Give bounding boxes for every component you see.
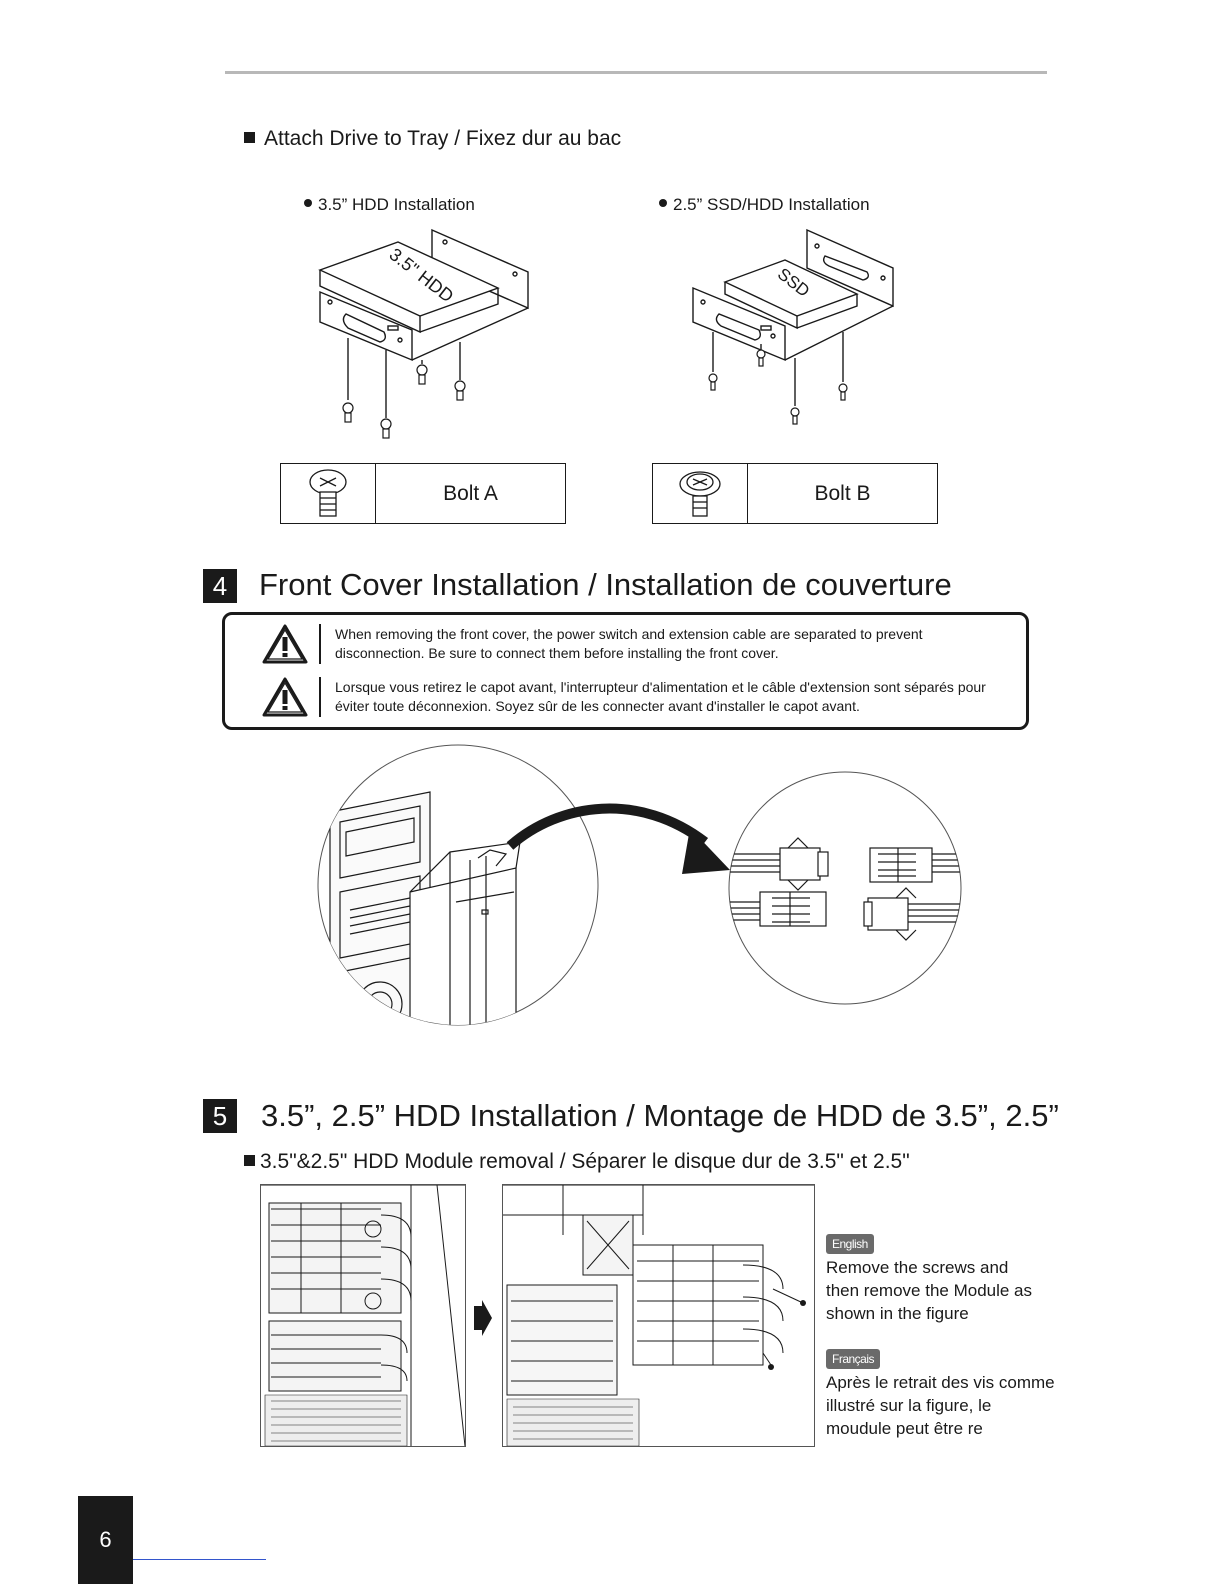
section-5-subtitle: 3.5"&2.5" HDD Module removal / Séparer l… xyxy=(244,1150,910,1174)
section-4-number: 4 xyxy=(203,569,237,603)
module-before-panel xyxy=(260,1184,466,1447)
bolt-a-icon xyxy=(309,468,347,517)
bolt-a-label: Bolt A xyxy=(443,481,498,505)
bolt-a-table: Bolt A xyxy=(280,463,566,524)
section-5-title: 3.5”, 2.5” HDD Installation / Montage de… xyxy=(261,1098,1059,1133)
english-badge: English xyxy=(826,1234,874,1254)
french-instructions: Après le retrait des vis comme illustré … xyxy=(826,1373,1055,1438)
warning-divider xyxy=(319,677,321,717)
bolt-b-cell xyxy=(653,464,748,523)
attach-heading-text: Attach Drive to Tray / Fixez dur au bac xyxy=(264,127,622,150)
bolt-b-table: Bolt B xyxy=(652,463,938,524)
warning-row-fr: Lorsque vous retirez le capot avant, l'i… xyxy=(261,676,1015,718)
french-badge-wrap: Français xyxy=(826,1349,881,1369)
warning-row-en: When removing the front cover, the power… xyxy=(261,623,1015,665)
warning-text-en: When removing the front cover, the power… xyxy=(335,626,923,661)
footer-line xyxy=(133,1559,266,1560)
bolt-b-label: Bolt B xyxy=(814,481,871,505)
module-before-illustration xyxy=(261,1184,466,1447)
arrow-right-icon xyxy=(474,1300,492,1336)
french-badge: Français xyxy=(826,1349,881,1369)
hdd35-caption: 3.5” HDD Installation xyxy=(304,195,475,215)
bolt-a-cell xyxy=(281,464,376,523)
bolt-b-icon xyxy=(679,470,721,517)
warning-triangle-icon xyxy=(262,677,308,717)
top-divider xyxy=(225,71,1047,74)
module-after-illustration xyxy=(503,1184,814,1447)
section-4-title: Front Cover Installation / Installation … xyxy=(259,567,952,602)
warning-divider xyxy=(319,624,321,664)
hdd35-tray-illustration: 3.5" HDD xyxy=(318,228,529,439)
english-instructions: Remove the screws and then remove the Mo… xyxy=(826,1258,1033,1323)
warning-text-fr: Lorsque vous retirez le capot avant, l'i… xyxy=(335,679,986,714)
dot-bullet-icon xyxy=(659,199,667,207)
warning-box: When removing the front cover, the power… xyxy=(222,612,1029,730)
square-bullet-icon xyxy=(244,1155,255,1166)
attach-heading: Attach Drive to Tray / Fixez dur au bac xyxy=(244,127,621,151)
ssd25-caption: 2.5” SSD/HDD Installation xyxy=(659,195,870,215)
page-number: 6 xyxy=(78,1496,133,1584)
warning-triangle-icon xyxy=(262,624,308,664)
module-after-panel xyxy=(502,1184,815,1447)
front-cover-illustration xyxy=(317,744,962,1026)
square-bullet-icon xyxy=(244,132,255,143)
english-badge-wrap: English xyxy=(826,1234,874,1254)
section-5-number: 5 xyxy=(203,1099,237,1133)
dot-bullet-icon xyxy=(304,199,312,207)
ssd25-tray-illustration: SSD xyxy=(692,228,894,425)
